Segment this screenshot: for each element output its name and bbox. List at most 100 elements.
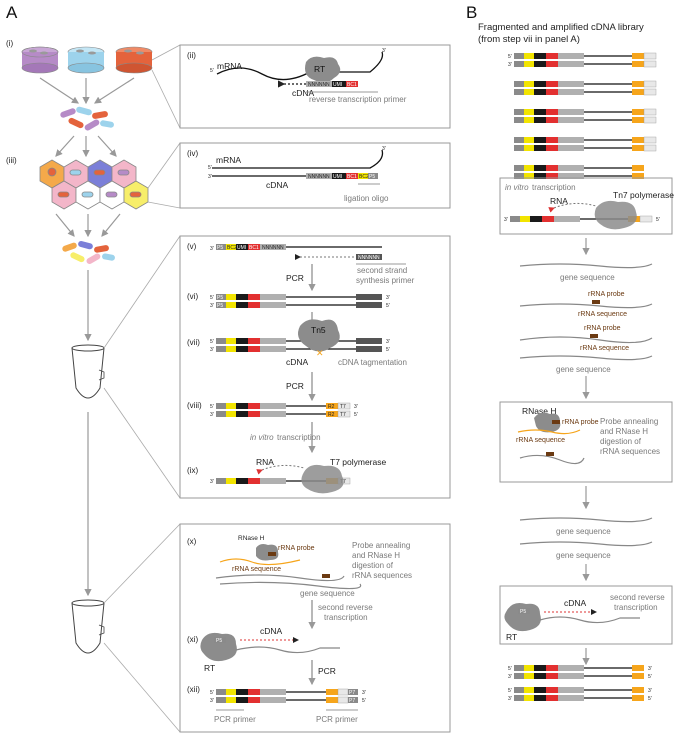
svg-text:R2: R2 bbox=[328, 404, 335, 410]
ii-cdna-construct: NNNNNN UMI BC1 bbox=[278, 80, 358, 88]
svg-text:3': 3' bbox=[386, 339, 390, 345]
box-ii bbox=[179, 44, 451, 129]
ii-five-prime: 5' bbox=[210, 68, 214, 74]
xii-pcr-primer-right: PCR primer bbox=[316, 715, 358, 724]
svg-text:P5: P5 bbox=[369, 174, 375, 180]
pooling-arrows-1 bbox=[39, 77, 135, 105]
x-probe-label: rRNA probe bbox=[278, 545, 315, 552]
svg-text:✕: ✕ bbox=[316, 348, 324, 358]
svg-text:R2: R2 bbox=[328, 412, 335, 418]
b-rna-label: RNA bbox=[550, 196, 568, 206]
step-x-label: (x) bbox=[187, 537, 197, 546]
x-rnase-label: RNase H bbox=[238, 535, 265, 542]
svg-text:Tn5: Tn5 bbox=[311, 325, 326, 335]
vi-pcr-label: PCR bbox=[286, 273, 304, 283]
svg-text:5': 5' bbox=[386, 303, 390, 309]
vii-dsdna: 5'3' 3'5' bbox=[210, 338, 390, 353]
split-arrows bbox=[55, 135, 117, 158]
step-vi-label: (vi) bbox=[187, 292, 198, 301]
ii-three-prime: 3' bbox=[382, 48, 386, 54]
ii-rt-primer-label: reverse transcription primer bbox=[309, 95, 407, 104]
b-pair-3 bbox=[514, 108, 657, 124]
xii-pcr-primer-left: PCR primer bbox=[214, 715, 256, 724]
b-srt-box bbox=[499, 585, 673, 645]
vii-tn5-enzyme: Tn5 ✕ bbox=[298, 319, 340, 358]
svg-text:UMI: UMI bbox=[237, 245, 246, 251]
svg-text:5': 5' bbox=[362, 698, 366, 704]
step-iii-label: (iii) bbox=[6, 156, 17, 165]
iv-mrna-strand bbox=[212, 149, 384, 169]
b-title-line2: (from step vii in panel A) bbox=[478, 34, 580, 45]
svg-text:BC1: BC1 bbox=[347, 82, 357, 88]
svg-text:3': 3' bbox=[504, 217, 508, 223]
viii-pcr-label: PCR bbox=[286, 381, 304, 391]
box-x-xii bbox=[179, 523, 451, 733]
svg-text:3': 3' bbox=[508, 62, 512, 68]
iv-mrna-label: mRNA bbox=[216, 155, 241, 165]
svg-text:5': 5' bbox=[210, 690, 214, 696]
ix-t7-label: T7 polymerase bbox=[330, 457, 386, 467]
ii-mrna-label: mRNA bbox=[217, 61, 242, 71]
b-library-pairs: 5'3' bbox=[508, 52, 657, 179]
svg-text:5': 5' bbox=[210, 339, 214, 345]
b-cdna-label: cDNA bbox=[564, 598, 587, 608]
b-desc-1: Probe annealing bbox=[600, 417, 658, 426]
svg-text:5': 5' bbox=[648, 674, 652, 680]
xi-cdna-strand bbox=[235, 646, 340, 654]
b-ivt-construct: 3' 5' bbox=[504, 200, 660, 230]
svg-text:3': 3' bbox=[210, 698, 214, 704]
svg-text:5': 5' bbox=[508, 666, 512, 672]
step-ii-label: (ii) bbox=[187, 51, 196, 60]
svg-text:NNNNNN: NNNNNN bbox=[262, 245, 284, 251]
pool-arrows-2 bbox=[55, 213, 121, 238]
iv-ligation-oligo-label: ligation oligo bbox=[344, 194, 389, 203]
svg-text:3': 3' bbox=[210, 246, 214, 252]
ii-mrna-strand bbox=[216, 51, 384, 81]
svg-text:T7: T7 bbox=[340, 404, 346, 410]
x-gene-label: gene sequence bbox=[300, 589, 355, 598]
b-gene-label-4: gene sequence bbox=[556, 551, 611, 560]
svg-text:5': 5' bbox=[508, 688, 512, 694]
b-rrna-label-3: rRNA sequence bbox=[516, 437, 565, 444]
b-rna-transcripts: gene sequence rRNA probe rRNA sequence r… bbox=[519, 263, 653, 374]
step-v-label: (v) bbox=[187, 242, 197, 251]
x-rrna-label: rRNA sequence bbox=[232, 566, 281, 573]
b-gene-label-2: gene sequence bbox=[556, 365, 611, 374]
b-title-line1: Fragmented and amplified cDNA library bbox=[478, 22, 644, 33]
b-pair-5 bbox=[514, 165, 644, 179]
svg-text:5': 5' bbox=[208, 165, 212, 171]
b-ivt-rest: transcription bbox=[532, 183, 576, 192]
b-rnase-box bbox=[499, 401, 673, 483]
step-iv-label: (iv) bbox=[187, 149, 198, 158]
svg-text:3': 3' bbox=[508, 674, 512, 680]
svg-text:NNNNNN: NNNNNN bbox=[358, 255, 380, 261]
b-srt-2: transcription bbox=[614, 603, 658, 612]
b-gene-transcripts: gene sequence gene sequence bbox=[519, 517, 653, 560]
x-rnase-h bbox=[256, 544, 279, 561]
b-probe-label-3: rRNA probe bbox=[562, 419, 599, 426]
svg-text:3': 3' bbox=[210, 303, 214, 309]
box-v-ix bbox=[179, 235, 451, 499]
v-primer-line1: second strand bbox=[357, 266, 407, 275]
x-desc-2: and RNase H bbox=[352, 551, 400, 560]
viii-ivt-rest: transcription bbox=[277, 433, 321, 442]
panel-a-letter: A bbox=[6, 3, 18, 22]
b-rt-enzyme bbox=[504, 603, 541, 632]
svg-text:P5: P5 bbox=[217, 303, 223, 309]
x-desc-1: Probe annealing bbox=[352, 541, 410, 550]
svg-text:UMI: UMI bbox=[333, 82, 342, 88]
b-gene-label-1: gene sequence bbox=[560, 273, 615, 282]
ix-t7-polymerase bbox=[301, 464, 344, 494]
vii-cdna-label: cDNA bbox=[286, 357, 309, 367]
svg-text:P5: P5 bbox=[216, 638, 222, 644]
svg-text:NNNNNN: NNNNNN bbox=[308, 174, 330, 180]
b-final-library: 5'3' 3'5' 5'3' 3'5' bbox=[508, 665, 652, 702]
dish-blue bbox=[67, 46, 105, 74]
b-desc-4: rRNA sequences bbox=[600, 447, 660, 456]
vii-tagmentation-label: cDNA tagmentation bbox=[338, 358, 407, 367]
b-rt-label: RT bbox=[506, 632, 517, 642]
culture-dishes bbox=[21, 46, 153, 74]
